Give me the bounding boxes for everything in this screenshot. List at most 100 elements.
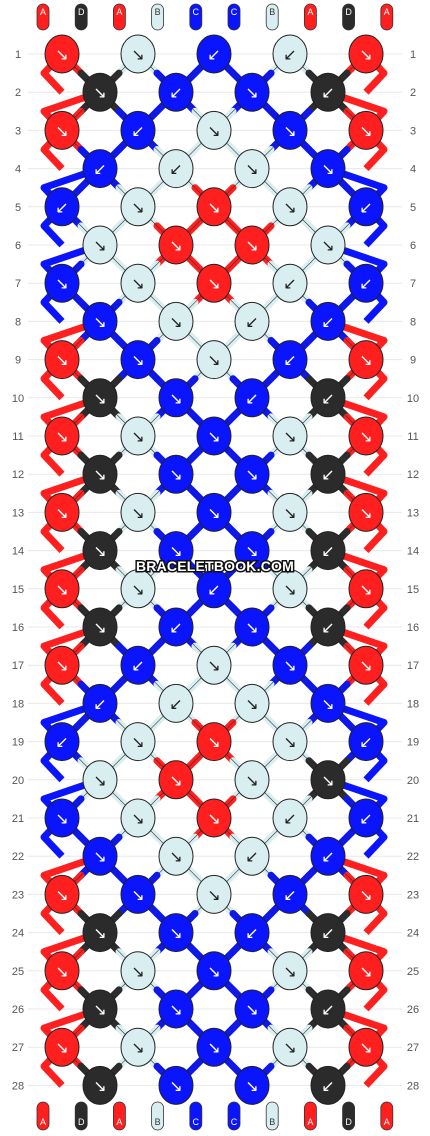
forward-knot-arrow-icon: ↘ [55, 885, 68, 904]
knot [196, 569, 232, 609]
knot [82, 913, 118, 953]
knot [310, 760, 346, 800]
knot [44, 340, 80, 380]
forward-knot-arrow-icon: ↘ [131, 427, 144, 446]
top-string-letter: C [231, 7, 238, 17]
knot [234, 989, 270, 1029]
row-number-left: 18 [12, 698, 24, 710]
backward-knot-arrow-icon: ↙ [321, 389, 334, 408]
forward-knot-arrow-icon: ↘ [93, 771, 106, 790]
row-number-left: 5 [15, 202, 21, 214]
backward-knot-arrow-icon: ↙ [245, 924, 258, 943]
knot [120, 569, 156, 609]
forward-knot-arrow-icon: ↘ [93, 847, 106, 866]
row-number-left: 23 [12, 889, 24, 901]
backward-knot-arrow-icon: ↙ [283, 809, 296, 828]
row-number-left: 3 [15, 125, 21, 137]
forward-knot-arrow-icon: ↘ [359, 656, 372, 675]
bottom-string-tail [342, 1101, 356, 1131]
row-number-left: 2 [15, 87, 21, 99]
knot [310, 607, 346, 647]
row-number-right: 26 [407, 1004, 419, 1016]
forward-knot-arrow-icon: ↘ [283, 198, 296, 217]
forward-knot-arrow-icon: ↘ [55, 274, 68, 293]
backward-knot-arrow-icon: ↙ [169, 83, 182, 102]
knot [158, 531, 194, 571]
forward-knot-arrow-icon: ↘ [93, 924, 106, 943]
bottom-string-tail [380, 1101, 394, 1131]
forward-knot-arrow-icon: ↘ [131, 733, 144, 752]
top-string-tail [265, 3, 279, 31]
top-string-tail [113, 3, 126, 31]
forward-knot-arrow-icon: ↘ [359, 1038, 372, 1057]
knot [272, 34, 308, 74]
forward-knot-arrow-icon: ↘ [169, 1000, 182, 1019]
knot [196, 722, 232, 762]
knot [158, 1065, 194, 1105]
knot [348, 340, 384, 380]
forward-knot-arrow-icon: ↘ [245, 465, 258, 484]
knot [310, 454, 346, 494]
backward-knot-arrow-icon: ↙ [283, 351, 296, 370]
knot [82, 760, 118, 800]
knot [348, 874, 384, 914]
knot [310, 301, 346, 341]
bottom-string-tail [189, 1101, 203, 1131]
forward-knot-arrow-icon: ↘ [131, 198, 144, 217]
forward-knot-arrow-icon: ↘ [321, 694, 334, 713]
row-number-right: 24 [407, 928, 419, 940]
forward-knot-arrow-icon: ↘ [93, 236, 106, 255]
knot [272, 416, 308, 456]
row-number-right: 13 [407, 507, 419, 519]
backward-knot-arrow-icon: ↙ [207, 580, 220, 599]
forward-knot-arrow-icon: ↘ [207, 274, 220, 293]
backward-knot-arrow-icon: ↙ [321, 465, 334, 484]
knot [348, 492, 384, 532]
forward-knot-arrow-icon: ↘ [359, 580, 372, 599]
backward-knot-arrow-icon: ↙ [169, 694, 182, 713]
knot [82, 149, 118, 189]
forward-knot-arrow-icon: ↘ [55, 351, 68, 370]
forward-knot-arrow-icon: ↘ [359, 962, 372, 981]
forward-knot-arrow-icon: ↘ [359, 503, 372, 522]
knot [82, 378, 118, 418]
forward-knot-arrow-icon: ↘ [321, 160, 334, 179]
backward-knot-arrow-icon: ↙ [93, 160, 106, 179]
backward-knot-arrow-icon: ↙ [55, 198, 68, 217]
forward-knot-arrow-icon: ↘ [207, 733, 220, 752]
knot [82, 607, 118, 647]
knot [272, 722, 308, 762]
top-string-letter: A [116, 7, 122, 17]
backward-knot-arrow-icon: ↙ [321, 1076, 334, 1095]
row-number-right: 17 [407, 660, 419, 672]
knot [120, 263, 156, 303]
top-string-letter: A [307, 7, 313, 17]
row-number-left: 15 [12, 584, 24, 596]
knot [44, 951, 80, 991]
knot [44, 492, 80, 532]
knot [234, 378, 270, 418]
knot [44, 1027, 80, 1067]
backward-knot-arrow-icon: ↙ [245, 389, 258, 408]
knot [234, 760, 270, 800]
knot [158, 149, 194, 189]
knot [272, 798, 308, 838]
row-number-right: 14 [407, 546, 419, 558]
knot [234, 531, 270, 571]
forward-knot-arrow-icon: ↘ [283, 656, 296, 675]
forward-knot-arrow-icon: ↘ [169, 847, 182, 866]
bottom-string-letter: D [345, 1117, 352, 1127]
top-string-tail [189, 3, 203, 31]
forward-knot-arrow-icon: ↘ [169, 771, 182, 790]
knot [272, 187, 308, 227]
knot [82, 1065, 118, 1105]
backward-knot-arrow-icon: ↙ [55, 733, 68, 752]
knot [82, 836, 118, 876]
knot [348, 187, 384, 227]
knot [348, 1027, 384, 1067]
forward-knot-arrow-icon: ↘ [55, 1038, 68, 1057]
row-number-right: 27 [407, 1042, 419, 1054]
forward-knot-arrow-icon: ↘ [93, 1000, 106, 1019]
